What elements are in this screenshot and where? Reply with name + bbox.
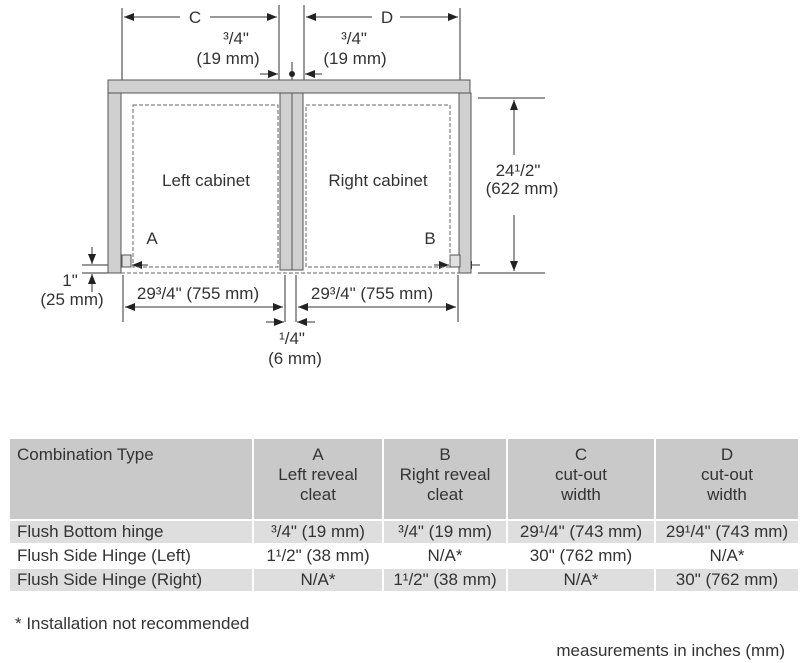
table-cell: N/A*	[254, 569, 382, 591]
right-door-outline	[305, 104, 451, 268]
depth-mm: (622 mm)	[486, 179, 559, 198]
table-cell: 30" (762 mm)	[508, 545, 654, 567]
table-row: Flush Side Hinge (Left) 1¹/2" (38 mm) N/…	[10, 545, 798, 567]
left-side-panel	[107, 92, 122, 274]
header-text: A	[312, 445, 324, 464]
header-text: B	[439, 445, 451, 464]
header-cell: Combination Type	[10, 439, 252, 519]
bottom-mm: (25 mm)	[40, 290, 103, 309]
table-cell: N/A*	[384, 545, 506, 567]
right-side-panel	[458, 92, 472, 274]
door-outlines	[121, 104, 459, 274]
header-text: width	[561, 485, 601, 504]
bottom-in: 1"	[62, 271, 78, 290]
row-label: Flush Bottom hinge	[10, 521, 252, 543]
table-cell: 30" (762 mm)	[656, 569, 798, 591]
table-cell: ³/4" (19 mm)	[384, 521, 506, 543]
center-gap-in: ¹/4"	[279, 329, 305, 348]
header-text: C	[574, 445, 588, 464]
dimension-lines	[82, 5, 545, 326]
header-text: width	[707, 485, 747, 504]
table-cell: ³/4" (19 mm)	[254, 521, 382, 543]
gap-right-mm: (19 mm)	[323, 49, 386, 68]
row-label: Flush Side Hinge (Right)	[10, 569, 252, 591]
label-a: A	[146, 229, 158, 248]
row-label: Flush Side Hinge (Left)	[10, 545, 252, 567]
table-cell: 1¹/2" (38 mm)	[384, 569, 506, 591]
depth-in: 24¹/2"	[496, 161, 541, 180]
left-width: 29³/4" (755 mm)	[137, 284, 259, 303]
table-cell: N/A*	[508, 569, 654, 591]
table-row: Flush Side Hinge (Right) N/A* 1¹/2" (38 …	[10, 569, 798, 591]
footnote: * Installation not recommended	[15, 614, 250, 633]
label-b: B	[424, 229, 435, 248]
table-cell: N/A*	[656, 545, 798, 567]
top-panel	[107, 79, 471, 94]
label-c: C	[189, 8, 201, 27]
cabinet-layout-diagram: C D ³/4" (19 mm) ³/4" (19 mm) Left cabin…	[40, 5, 559, 368]
table-cell: 29¹/4" (743 mm)	[508, 521, 654, 543]
header-text: D	[720, 445, 734, 464]
header-text: Left reveal	[278, 465, 358, 484]
center-point	[289, 71, 295, 77]
table-cell: 1¹/2" (38 mm)	[254, 545, 382, 567]
header-text: cut-out	[555, 465, 607, 484]
header-text: cleat	[300, 485, 336, 504]
left-cabinet-label: Left cabinet	[162, 171, 250, 190]
left-cleat	[121, 254, 132, 268]
header-text: Combination Type	[17, 445, 154, 464]
units-note: measurements in inches (mm)	[556, 641, 785, 660]
center-gap-mm: (6 mm)	[268, 349, 322, 368]
center-panel-right	[291, 92, 304, 271]
header-text: Right reveal	[399, 465, 491, 484]
center-panel-left	[279, 92, 293, 271]
left-door-outline	[132, 104, 279, 268]
cabinet-panels	[107, 79, 472, 274]
gap-left-in: ³/4"	[223, 29, 249, 48]
table-cell: 29¹/4" (743 mm)	[656, 521, 798, 543]
header-text: cut-out	[701, 465, 753, 484]
right-width: 29³/4" (755 mm)	[311, 284, 433, 303]
label-d: D	[381, 8, 393, 27]
table-row: Flush Bottom hinge ³/4" (19 mm) ³/4" (19…	[10, 521, 798, 543]
header-text: cleat	[427, 485, 463, 504]
gap-left-mm: (19 mm)	[196, 49, 259, 68]
right-cleat	[449, 254, 461, 268]
right-cabinet-label: Right cabinet	[328, 171, 428, 190]
gap-right-in: ³/4"	[341, 29, 367, 48]
